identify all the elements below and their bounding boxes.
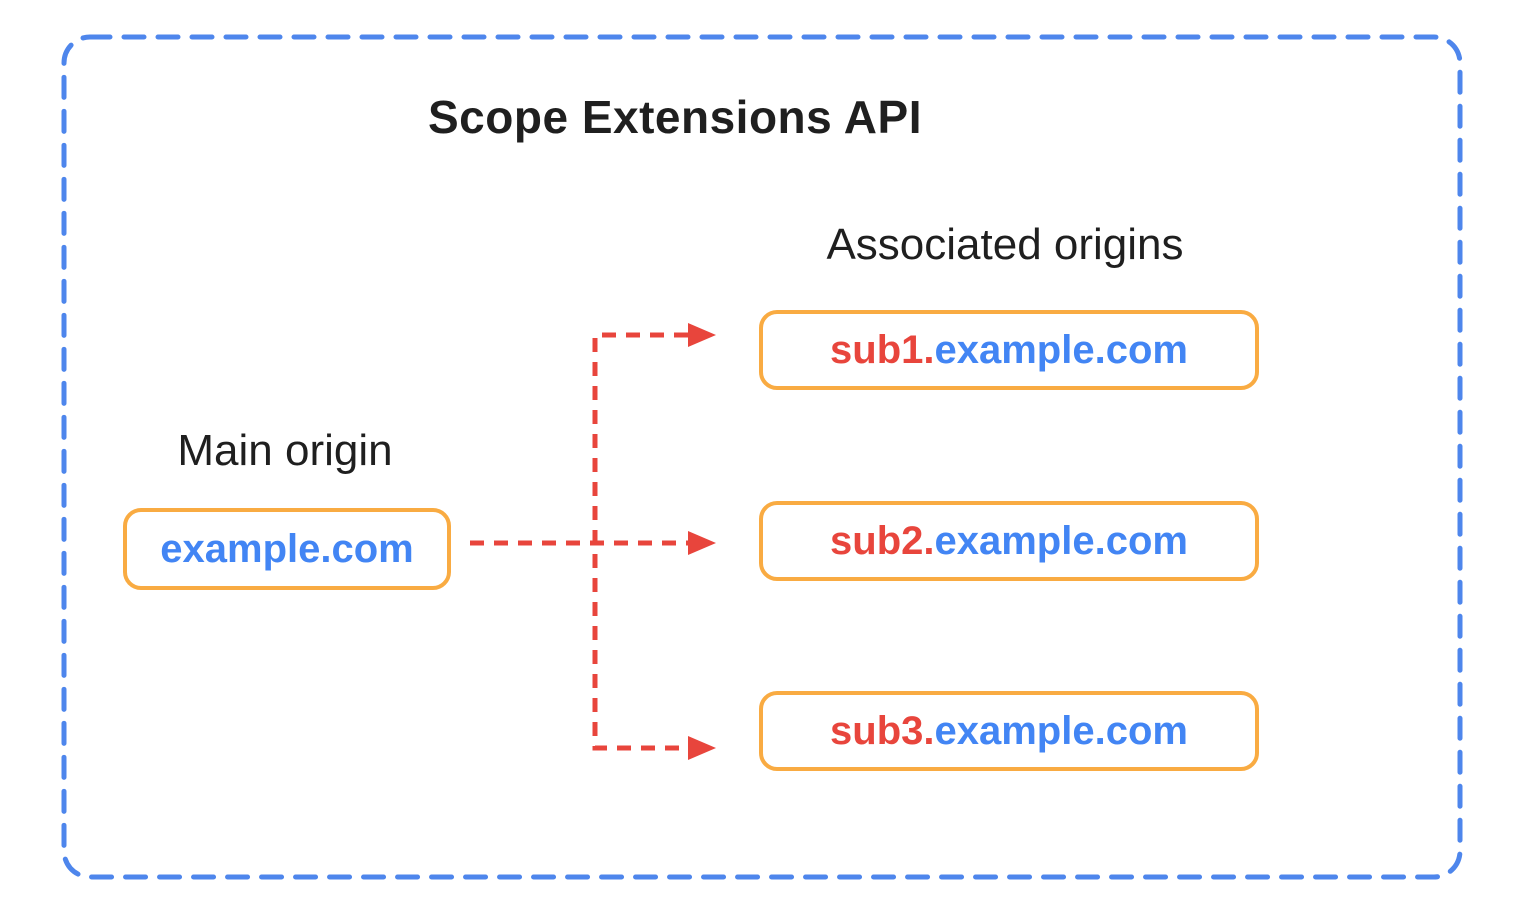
outer-dashed-border: [61, 34, 1463, 880]
main-origin-label: Main origin: [177, 426, 393, 475]
arrowhead-sub3-icon: [688, 736, 716, 760]
subdomain-prefix: sub2.: [830, 518, 935, 563]
associated-origin-box-1: sub1.example.com: [759, 310, 1259, 390]
main-origin-box: example.com: [123, 508, 451, 590]
domain-suffix: example.com: [934, 327, 1188, 372]
domain-suffix: example.com: [934, 518, 1188, 563]
subdomain-prefix: sub1.: [830, 327, 935, 372]
subdomain-prefix: sub3.: [830, 708, 935, 753]
associated-origin-box-2: sub2.example.com: [759, 501, 1259, 581]
domain-suffix: example.com: [934, 708, 1188, 753]
arrowhead-sub2-icon: [688, 531, 716, 555]
diagram-title: Scope Extensions API: [428, 91, 922, 143]
associated-origin-box-3: sub3.example.com: [759, 691, 1259, 771]
associated-origins-label: Associated origins: [826, 220, 1184, 269]
arrowhead-sub1-icon: [688, 323, 716, 347]
main-origin-domain: example.com: [160, 526, 414, 571]
